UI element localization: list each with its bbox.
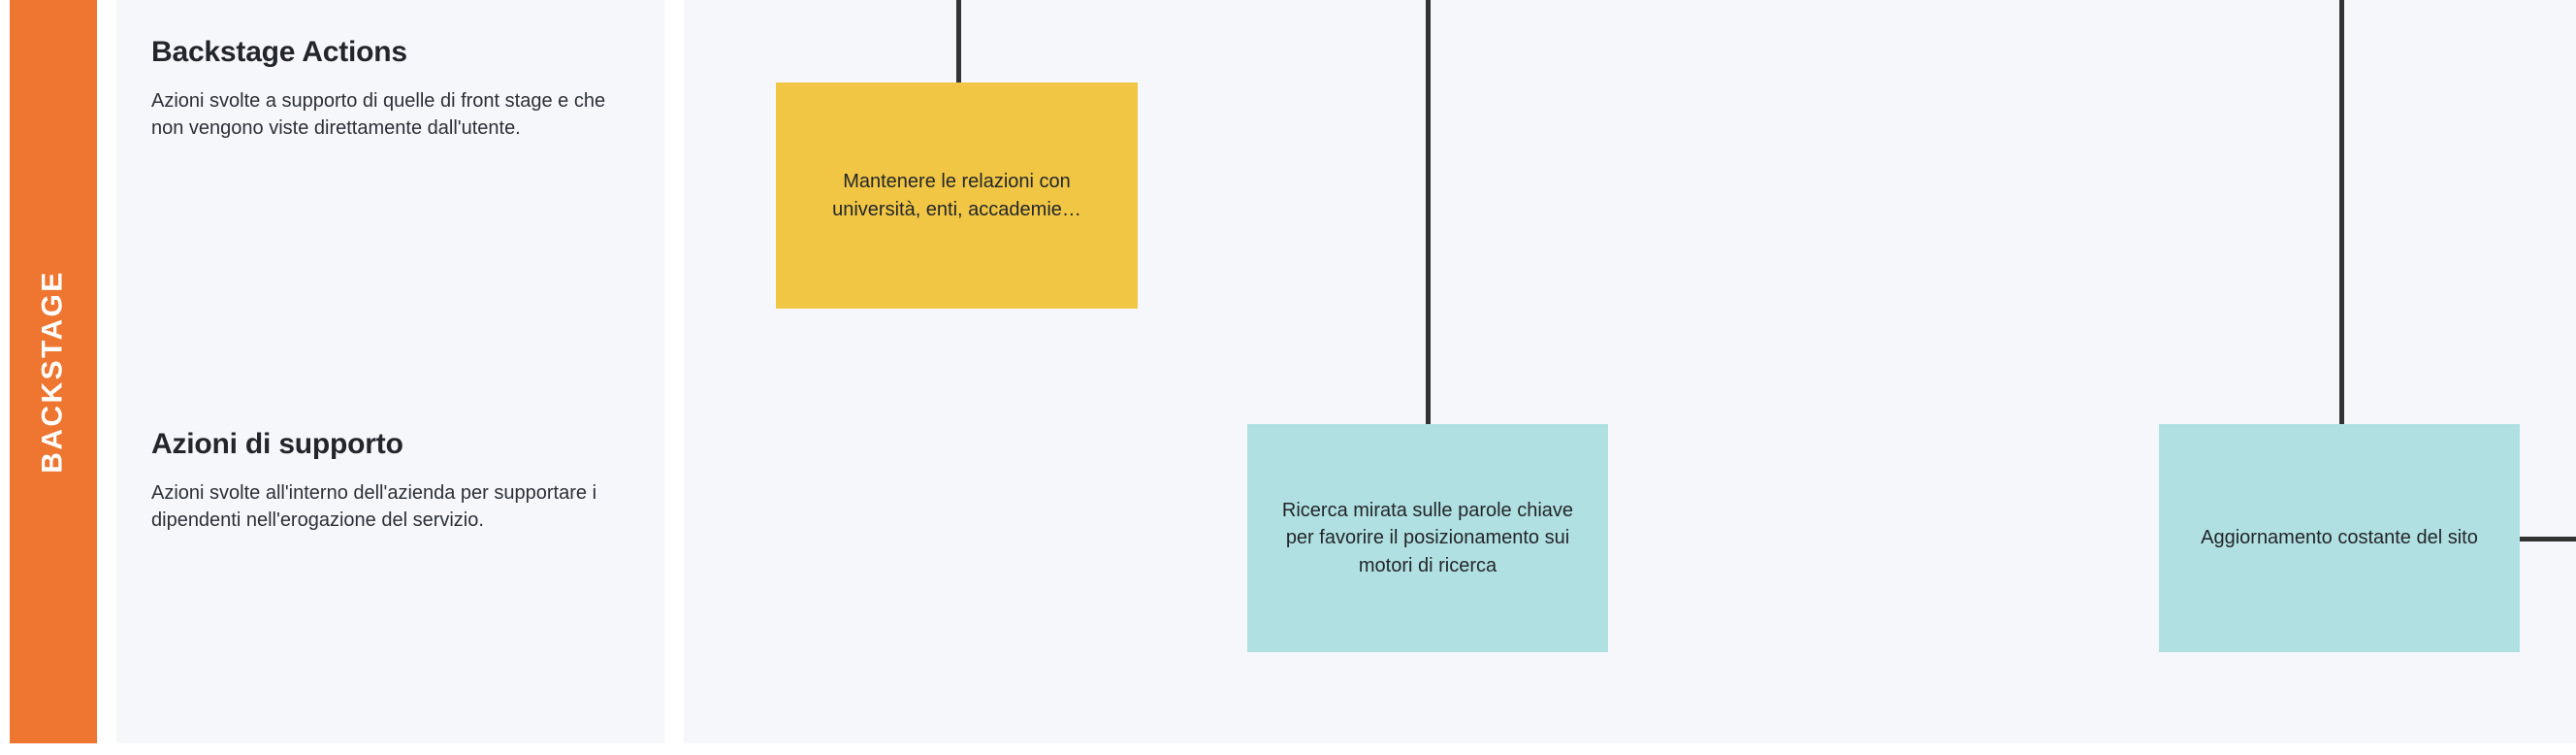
card-text: Ricerca mirata sulle parole chiave per f… bbox=[1281, 499, 1574, 576]
card-text: Mantenere le relazioni con università, e… bbox=[832, 171, 1081, 220]
description-body-backstage-actions: Azioni svolte a supporto di quelle di fr… bbox=[151, 90, 606, 140]
lane-description-panel: Backstage Actions Azioni svolte a suppor… bbox=[116, 0, 664, 743]
connector-vertical-1 bbox=[956, 0, 961, 82]
description-title-backstage-actions: Backstage Actions bbox=[151, 36, 407, 68]
connector-horizontal-1 bbox=[2520, 537, 2576, 542]
description-title-azioni-di-supporto: Azioni di supporto bbox=[151, 428, 403, 460]
lane-bar-label: BACKSTAGE bbox=[37, 270, 70, 474]
lane-bar-backstage: BACKSTAGE bbox=[10, 0, 97, 743]
description-body-azioni-di-supporto: Azioni svolte all'interno dell'azienda p… bbox=[151, 482, 597, 532]
connector-vertical-2 bbox=[1426, 0, 1431, 424]
card-text: Aggiornamento costante del sito bbox=[2201, 527, 2478, 549]
card-sito[interactable]: Aggiornamento costante del sito bbox=[2159, 424, 2520, 652]
connector-vertical-3 bbox=[2339, 0, 2344, 424]
card-seo[interactable]: Ricerca mirata sulle parole chiave per f… bbox=[1247, 424, 1608, 652]
description-block-azioni-di-supporto: Azioni di supporto Azioni svolte all'int… bbox=[151, 427, 646, 535]
blueprint-canvas: Mantenere le relazioni con università, e… bbox=[684, 0, 2576, 743]
description-block-backstage-actions: Backstage Actions Azioni svolte a suppor… bbox=[151, 35, 646, 143]
card-universita[interactable]: Mantenere le relazioni con università, e… bbox=[776, 82, 1138, 309]
